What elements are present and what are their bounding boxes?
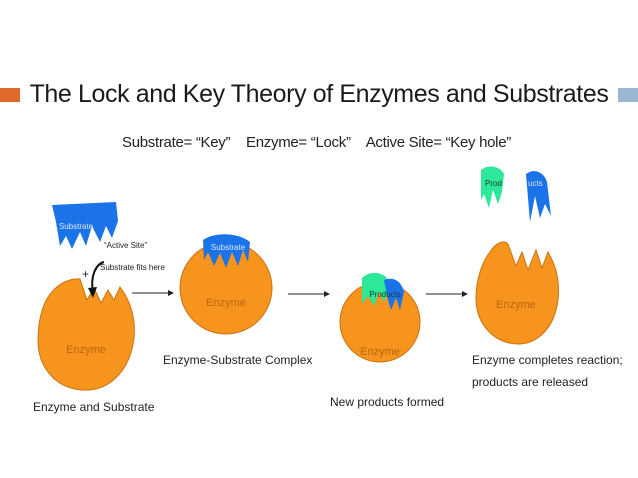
plus-sign: + (82, 267, 89, 281)
slide-title: The Lock and Key Theory of Enzymes and S… (29, 80, 609, 108)
product-blue-3 (384, 278, 404, 310)
enzyme-label-2: Enzyme (206, 297, 246, 309)
substrate-label-2: Substrate (211, 243, 246, 252)
left-accent-bar (0, 88, 20, 102)
caption-4-line2: products are released (472, 375, 588, 389)
caption-3: New products formed (330, 395, 444, 409)
active-site-definition: Active Site= “Key hole” (365, 134, 512, 151)
arrow-3 (426, 291, 468, 297)
substrate-label-1: Substrate (59, 222, 94, 231)
substrate-key-1 (52, 202, 118, 249)
stage-4: Enzyme Prod ucts Enzyme completes reacti… (472, 166, 623, 389)
enzyme-label-3: Enzyme (360, 346, 400, 358)
arrow-2 (288, 291, 330, 297)
arrow-1 (132, 290, 174, 296)
products-label-3: Products (369, 290, 401, 299)
enzyme-definition: Enzyme= “Lock” (246, 134, 351, 151)
product-green-3 (362, 272, 388, 306)
caption-4-line1: Enzyme completes reaction; (472, 353, 623, 367)
enzyme-label-1: Enzyme (66, 344, 106, 356)
enzyme-blob-1 (37, 278, 135, 391)
enzyme-blob-4 (475, 241, 559, 345)
fit-arrow-head (88, 287, 97, 298)
definitions-line: Substrate= “Key” Enzyme= “Lock” Active S… (122, 134, 523, 151)
product-label-right: ucts (528, 179, 543, 188)
substrate-key-2 (203, 234, 250, 268)
stage-2: Substrate Enzyme Enzyme-Substrate Comple… (163, 234, 312, 367)
substrate-definition: Substrate= “Key” (122, 134, 231, 151)
product-green-4 (481, 166, 504, 208)
product-blue-4 (526, 171, 551, 222)
stage-1: Enzyme Substrate “Active Site” Substrate… (33, 202, 165, 414)
product-label-left: Prod (485, 179, 502, 188)
right-accent-bar (618, 88, 638, 102)
enzyme-label-4: Enzyme (496, 299, 536, 311)
caption-2: Enzyme-Substrate Complex (163, 353, 312, 367)
active-site-label: “Active Site” (104, 241, 147, 250)
substrate-fits-label: Substrate fits here (100, 263, 165, 272)
caption-1: Enzyme and Substrate (33, 400, 155, 414)
stage-3: Products Enzyme New products formed (330, 272, 444, 409)
